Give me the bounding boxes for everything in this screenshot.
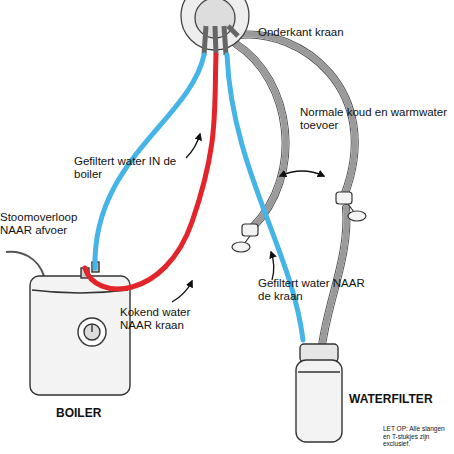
component-node: BOILER xyxy=(30,268,130,396)
tap-underside xyxy=(181,0,249,55)
annotation-text: LET OP: Alle slangen en T-stukjes zijn e… xyxy=(383,425,453,448)
tap-pipe xyxy=(204,26,206,55)
flow-arrow xyxy=(280,171,324,176)
annotation-text: Stoomoverloop NAAR afvoer xyxy=(0,211,110,237)
filter-ring xyxy=(298,371,340,372)
stop-valve xyxy=(232,192,366,252)
tap-pipe xyxy=(228,26,238,36)
boiler-dial xyxy=(78,318,106,346)
boiler-illustration xyxy=(6,252,130,395)
hose-label: Gefiltert water NAAR de kraan xyxy=(258,277,370,303)
component-label: Onderkant kraan xyxy=(258,26,368,39)
component-node: WATERFILTER xyxy=(293,340,345,445)
valve-stem xyxy=(348,204,354,212)
hose-label: Gefiltert water IN de boiler xyxy=(74,155,186,181)
component-node: Onderkant kraan xyxy=(178,0,253,55)
flow-arrow xyxy=(172,281,192,302)
annotation-text: Normale koud en warmwater toevoer xyxy=(300,106,452,132)
filter-body xyxy=(296,360,342,442)
tap-pipe xyxy=(215,26,216,55)
valve-body xyxy=(242,224,258,236)
water-hose xyxy=(85,55,216,289)
tap-pipe xyxy=(224,26,226,55)
flow-arrow xyxy=(186,134,200,158)
valve-handle xyxy=(348,211,366,221)
boiler-body xyxy=(30,276,130,395)
valve-handle xyxy=(232,242,250,252)
boiler-dial-knob xyxy=(84,324,100,340)
flow-arrow xyxy=(271,252,274,280)
component-label: BOILER xyxy=(56,407,136,420)
steam-overflow-tube xyxy=(6,252,44,276)
boiler-dial-pointer xyxy=(91,325,92,332)
valve-body xyxy=(336,192,352,204)
filter-illustration xyxy=(296,344,342,442)
hose-label: Kokend water NAAR kraan xyxy=(120,306,220,332)
component-label: WATERFILTER xyxy=(349,393,449,406)
